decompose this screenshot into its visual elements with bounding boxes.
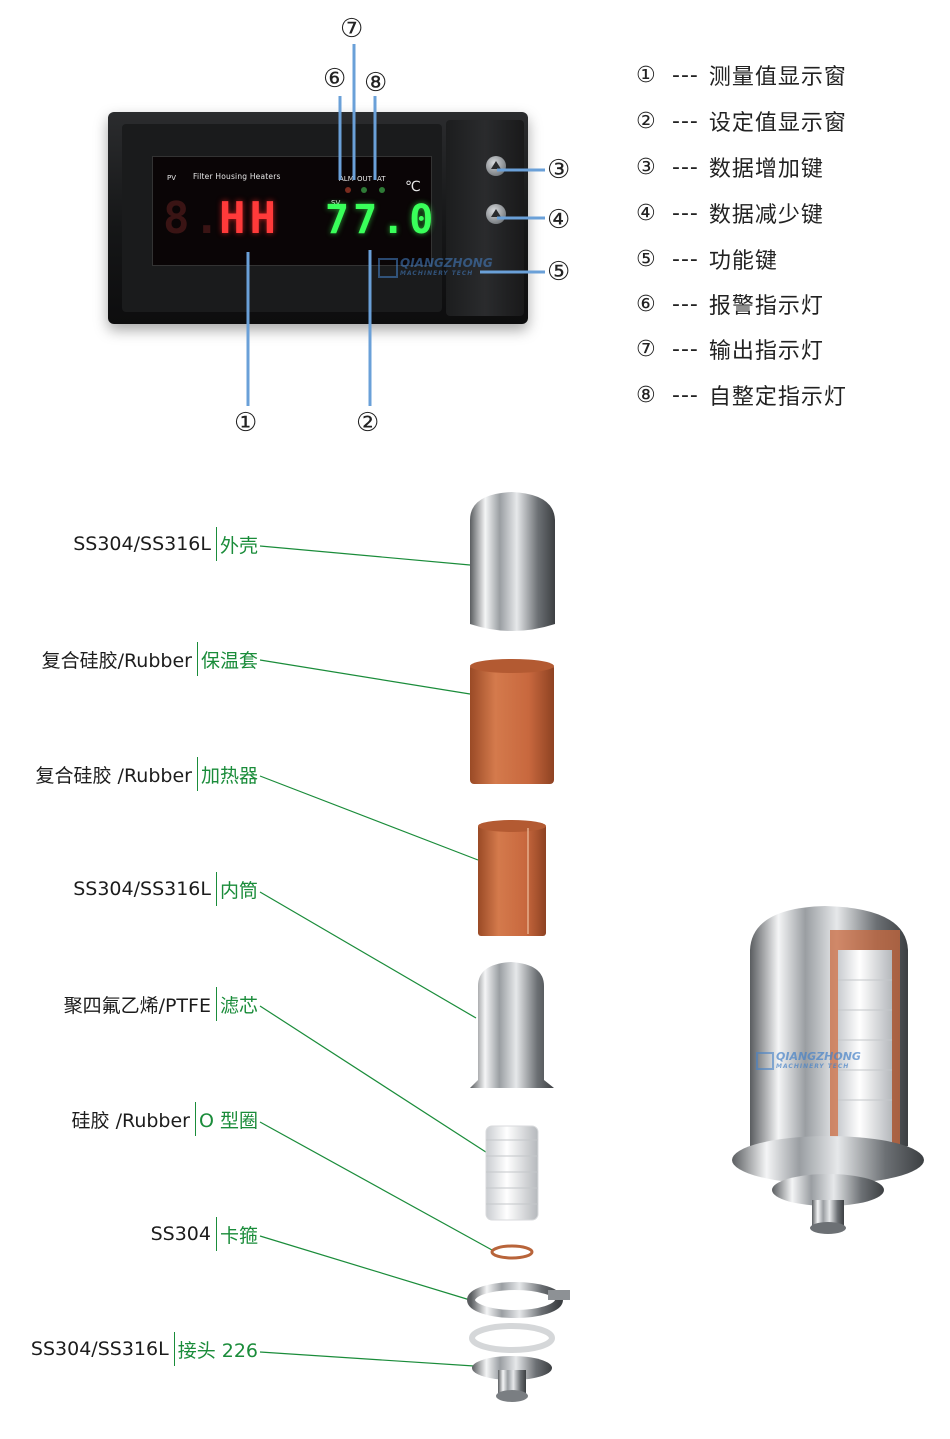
- heater-part: [478, 820, 546, 936]
- sv-tag: SV: [331, 199, 341, 207]
- part-leader-filter: [259, 1005, 493, 1157]
- unit-label: ℃: [405, 179, 421, 195]
- legend-item-8: ⑧---自整定指示灯: [636, 382, 847, 411]
- callout-3: ③: [547, 155, 571, 185]
- o-ring-part: [490, 1244, 534, 1260]
- callout-6: ⑥: [323, 64, 347, 94]
- assembly-brand: QIANGZHONG MACHINERY TECH: [776, 1050, 861, 1070]
- display-window: PV Filter Housing Heaters ALM OUT AT ℃ S…: [152, 156, 433, 266]
- legend-item-2: ②---设定值显示窗: [636, 108, 847, 137]
- controller-title: Filter Housing Heaters: [193, 172, 281, 181]
- brand-logo: QIANGZHONG MACHINERY TECH: [400, 256, 530, 282]
- legend-item-7: ⑦---输出指示灯: [636, 336, 824, 365]
- pv-tag: PV: [167, 174, 177, 182]
- temperature-controller-panel: PV Filter Housing Heaters ALM OUT AT ℃ S…: [108, 112, 528, 324]
- clamp-part: [467, 1282, 570, 1318]
- pv-display: HH: [219, 193, 280, 244]
- part-leader-inner-tube: [259, 891, 477, 1019]
- callout-8: ⑧: [364, 68, 388, 98]
- gasket-part: [469, 1323, 555, 1353]
- brand-main: QIANGZHONG: [400, 256, 493, 270]
- callout-7: ⑦: [340, 14, 364, 44]
- assembly-brand-sub: MACHINERY TECH: [776, 1063, 850, 1070]
- at-label: AT: [377, 175, 386, 183]
- output-led: [361, 187, 367, 193]
- assembly-logo-icon: [756, 1052, 774, 1070]
- inner-tube-part: [470, 962, 554, 1088]
- part-leader-shell: [259, 545, 471, 566]
- pv-dim-digit: 8.: [163, 193, 224, 244]
- legend-item-5: ⑤---功能键: [636, 246, 778, 275]
- fitting-part: [472, 1356, 552, 1402]
- callout-1: ①: [234, 408, 258, 438]
- legend-item-4: ④---数据减少键: [636, 200, 824, 229]
- part-leader-fitting: [259, 1351, 475, 1367]
- callout-4: ④: [547, 205, 571, 235]
- part-leader-heater: [259, 775, 479, 861]
- outer-shell-part: [470, 492, 555, 631]
- autotune-led: [379, 187, 385, 193]
- insulation-jacket-part: [470, 659, 554, 784]
- part-leader-oring: [259, 1121, 493, 1251]
- part-leader-insulation: [259, 659, 471, 695]
- callout-5: ⑤: [547, 257, 571, 287]
- alm-label: ALM: [339, 175, 354, 183]
- assembled-filter-housing: [732, 906, 924, 1234]
- alarm-led: [345, 187, 351, 193]
- callout-2: ②: [356, 408, 380, 438]
- legend-item-3: ③---数据增加键: [636, 154, 824, 183]
- assembly-brand-main: QIANGZHONG: [776, 1050, 861, 1063]
- part-leader-clamp: [259, 1235, 471, 1301]
- legend-item-1: ①---测量值显示窗: [636, 62, 847, 91]
- brand-sub: MACHINERY TECH: [400, 270, 474, 277]
- sv-display: 77.0: [325, 197, 438, 243]
- legend-item-6: ⑥---报警指示灯: [636, 291, 824, 320]
- brand-logo-icon: [378, 258, 398, 278]
- filter-element-part: [485, 1125, 539, 1221]
- out-label: OUT: [357, 175, 372, 183]
